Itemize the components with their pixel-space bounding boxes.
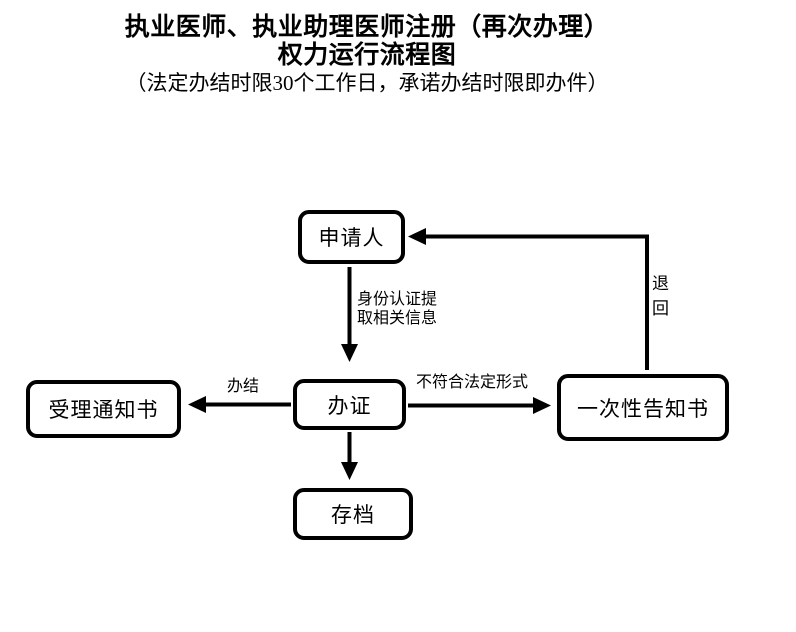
node-applicant: 申请人: [298, 210, 405, 264]
node-process: 办证: [293, 379, 406, 430]
page-title-line-1: 执业医师、执业助理医师注册（再次办理）: [124, 14, 610, 41]
arrow-applicant-to-process: [341, 267, 358, 362]
node-acceptance-notice: 受理通知书: [26, 380, 181, 438]
title-block: 执业医师、执业助理医师注册（再次办理） 权力运行流程图 （法定办结时限30个工作…: [0, 14, 734, 97]
page-title-line-2: 权力运行流程图: [277, 42, 457, 69]
node-one-time-notice: 一次性告知书: [557, 374, 729, 441]
arrow-process-to-acceptance: [188, 396, 291, 413]
node-archive: 存档: [293, 488, 413, 540]
edge-label-return: 退 回: [652, 274, 669, 318]
title-note: （法定办结时限30个工作日，承诺办结时限即办件）: [125, 71, 609, 95]
edge-label-not-conforming: 不符合法定形式: [416, 374, 529, 391]
arrow-one-time-to-applicant: [408, 228, 649, 370]
arrow-process-to-one-time: [408, 397, 551, 414]
edge-label-completed: 办结: [227, 378, 260, 395]
edge-label-identity-authentication: 身份认证提 取相关信息: [357, 291, 438, 327]
arrow-process-to-archive: [341, 432, 358, 480]
